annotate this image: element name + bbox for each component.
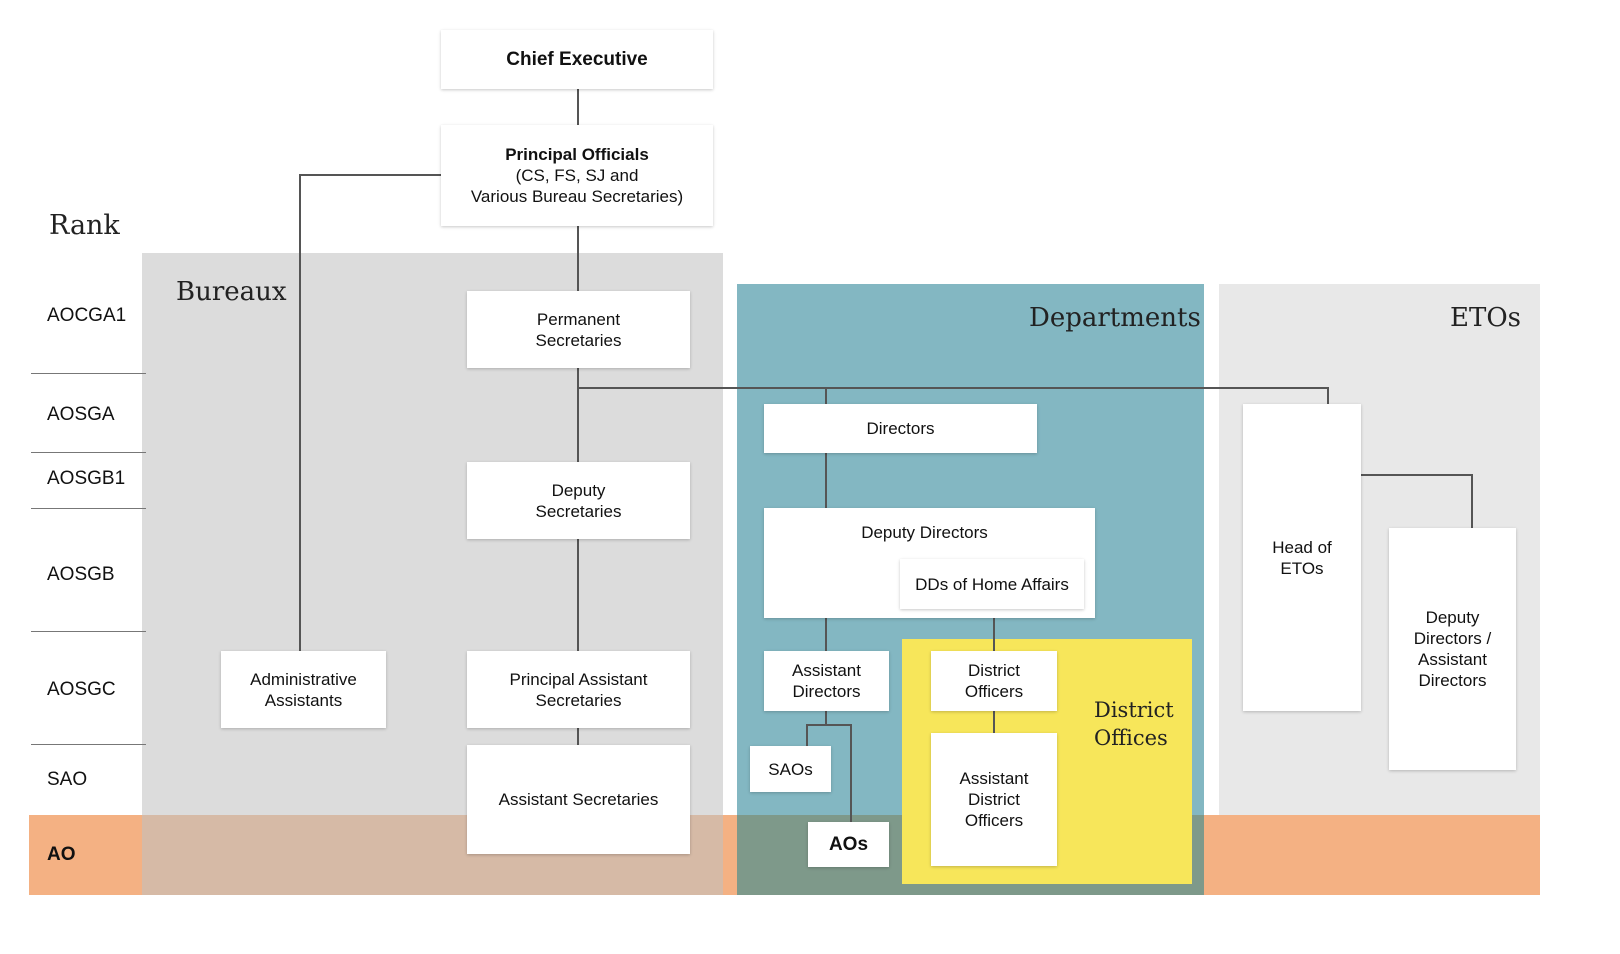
connector-line [825,711,827,725]
connector-line [825,618,827,651]
assistant-district-officers-box: Assistant District Officers [931,733,1057,866]
district-offices-label: District Offices [1094,698,1174,750]
connector-line [993,711,995,733]
connector-line [1361,474,1473,476]
rank-ao: AO [47,844,76,865]
rank-divider [31,631,146,632]
etos-label: ETOs [1450,303,1521,333]
ao-band-rank [29,815,142,895]
dds-home-affairs-box: DDs of Home Affairs [900,559,1084,609]
connector-line [993,609,995,651]
principal-officials-box: Principal Officials (CS, FS, SJ and Vari… [441,125,713,226]
rank-header: Rank [49,210,120,241]
head-of-etos-box: Head of ETOs [1243,404,1361,711]
deputy-secretaries-box: Deputy Secretaries [467,462,690,539]
ao-band-right [1204,815,1540,895]
departments-label: Departments [1029,303,1201,333]
connector-line [825,387,827,404]
ao-band-gap-1 [723,815,737,895]
bureaux-label: Bureaux [176,277,287,307]
rank-aosgc: AOSGC [47,679,116,700]
administrative-assistants-box: Administrative Assistants [221,651,386,728]
assistant-directors-box: Assistant Directors [764,651,889,711]
connector-line [300,174,441,176]
connector-line [850,724,852,822]
connector-line [1471,474,1473,528]
rank-divider [31,744,146,745]
connector-line [825,453,827,508]
assistant-secretaries-box: Assistant Secretaries [467,745,690,854]
connector-line [577,539,579,651]
directors-box: Directors [764,404,1037,453]
chief-executive-box: Chief Executive [441,30,713,89]
rank-sao: SAO [47,769,88,790]
permanent-secretaries-box: Permanent Secretaries [467,291,690,368]
connector-line [577,728,579,745]
rank-aosgb1: AOSGB1 [47,468,126,489]
connector-line [299,174,301,651]
deputy-assistant-directors-box: Deputy Directors / Assistant Directors [1389,528,1516,770]
rank-divider [31,452,146,453]
connector-line [577,387,1329,389]
connector-line [577,226,579,291]
principal-assistant-secretaries-box: Principal Assistant Secretaries [467,651,690,728]
connector-line [577,89,579,125]
rank-divider [31,373,146,374]
connector-line [577,368,579,462]
saos-box: SAOs [750,746,831,792]
connector-line [1327,387,1329,404]
rank-divider [31,508,146,509]
rank-aosgb: AOSGB [47,564,115,585]
connector-line [806,724,808,746]
aos-box: AOs [808,822,889,867]
rank-aosga: AOSGA [47,404,115,425]
rank-aocga1: AOCGA1 [47,305,127,326]
district-officers-box: District Officers [931,651,1057,711]
connector-line [806,724,852,726]
